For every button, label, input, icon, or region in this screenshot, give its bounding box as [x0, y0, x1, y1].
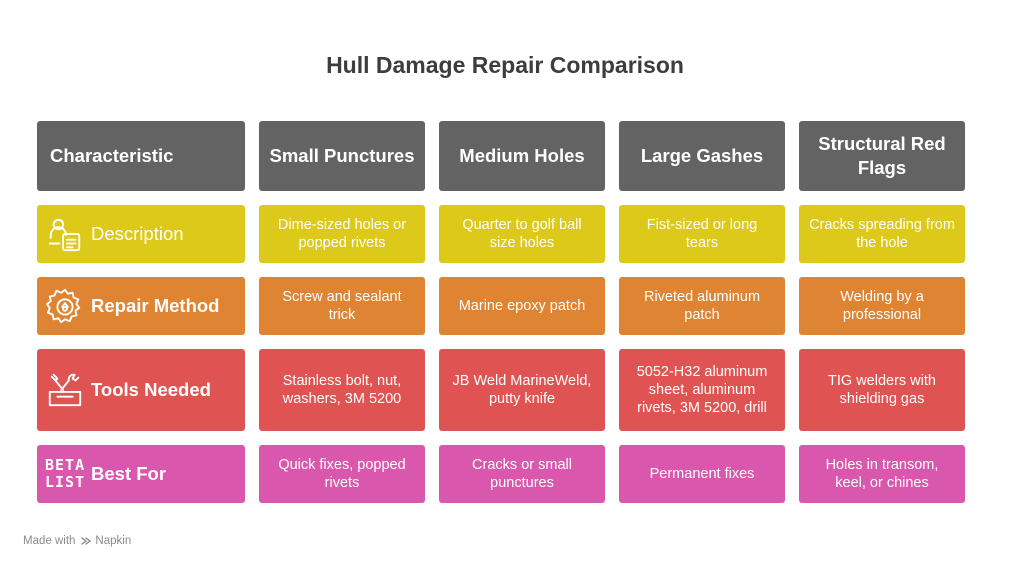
row-label-tools-needed: Tools Needed — [37, 349, 245, 431]
header-small-punctures: Small Punctures — [259, 121, 425, 191]
row-label-text: Tools Needed — [91, 379, 211, 400]
toolbox-icon — [45, 370, 85, 410]
cell-description-small: Dime-sized holes or popped rivets — [259, 205, 425, 263]
row-label-text: Best For — [91, 463, 167, 484]
header-large-gashes: Large Gashes — [619, 121, 785, 191]
document-person-icon — [45, 214, 85, 254]
cell-best-medium: Cracks or small punctures — [439, 445, 605, 503]
row-label-description: Description — [37, 205, 245, 263]
cell-best-structural: Holes in transom, keel, or chines — [799, 445, 965, 503]
cell-best-small: Quick fixes, popped rivets — [259, 445, 425, 503]
cell-repair-medium: Marine epoxy patch — [439, 277, 605, 335]
logo-line-1: BETA — [45, 456, 86, 474]
cell-best-large: Permanent fixes — [619, 445, 785, 503]
gear-cycle-icon — [45, 286, 85, 326]
row-label-text: Description — [91, 223, 184, 244]
cell-description-structural: Cracks spreading from the hole — [799, 205, 965, 263]
cell-tools-medium: JB Weld MarineWeld, putty knife — [439, 349, 605, 431]
header-medium-holes: Medium Holes — [439, 121, 605, 191]
made-with-napkin-footer[interactable]: Made with Napkin — [23, 535, 131, 547]
napkin-logo-icon — [81, 537, 92, 545]
page-title: Hull Damage Repair Comparison — [326, 52, 684, 78]
cell-repair-large: Riveted aluminum patch — [619, 277, 785, 335]
row-label-repair-method: Repair Method — [37, 277, 245, 335]
footer-made-with: Made with — [23, 535, 76, 547]
footer-brand: Napkin — [95, 535, 132, 547]
cell-repair-structural: Welding by a professional — [799, 277, 965, 335]
cell-tools-large: 5052-H32 aluminum sheet, aluminum rivets… — [619, 349, 785, 431]
row-label-best-for: BETA LIST Best For — [37, 445, 245, 503]
row-label-text: Repair Method — [91, 295, 220, 316]
cell-repair-small: Screw and sealant trick — [259, 277, 425, 335]
cell-description-medium: Quarter to golf ball size holes — [439, 205, 605, 263]
cell-description-large: Fist-sized or long tears — [619, 205, 785, 263]
cell-tools-small: Stainless bolt, nut, washers, 3M 5200 — [259, 349, 425, 431]
header-characteristic: Characteristic — [37, 121, 245, 191]
cell-tools-structural: TIG welders with shielding gas — [799, 349, 965, 431]
beta-list-logo: BETA LIST — [45, 454, 85, 494]
header-structural-red-flags: Structural Red Flags — [799, 121, 965, 191]
logo-line-2: LIST — [45, 473, 86, 491]
